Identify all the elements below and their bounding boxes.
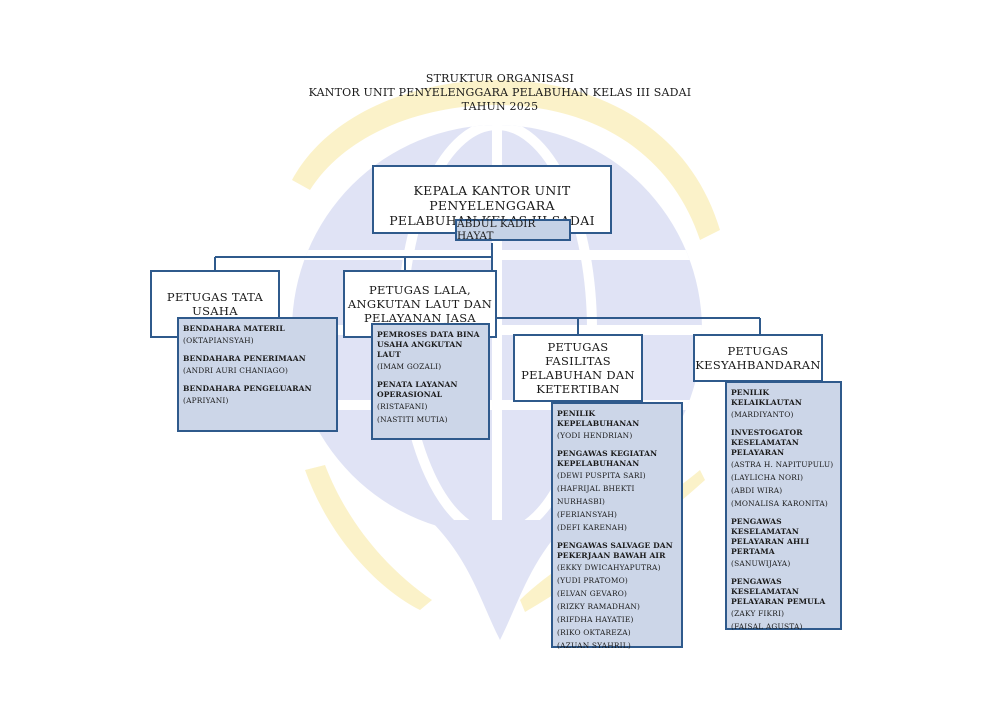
staff-person: (AZUAN SYAHRIL) [557, 641, 631, 650]
dept-tata-usaha-staff: BENDAHARA MATERIL (OKTAPIANSYAH) BENDAHA… [177, 317, 338, 432]
head-title-line-1: KEPALA KANTOR UNIT PENYELENGGARA [413, 183, 571, 213]
dept-fasilitas-box: PETUGAS FASILITAS PELABUHAN DAN KETERTIB… [513, 334, 643, 402]
staff-person: (RIKO OKTAREZA) [557, 628, 631, 637]
dept-lala-title-line-2: ANGKUTAN LAUT DAN [347, 297, 493, 311]
dept-lala-staff: PEMROSES DATA BINA USAHA ANGKUTAN LAUT (… [371, 323, 490, 440]
dept-lala-title-line-1: PETUGAS LALA, [369, 283, 471, 297]
staff-role: PELAYARAN PEMULA [731, 597, 826, 606]
chart-title-line-3: TAHUN 2025 [461, 100, 539, 113]
staff-person: (DEFI KARENAH) [557, 523, 628, 532]
dept-fasilitas-title-line-2: PELABUHAN DAN [521, 368, 635, 382]
staff-group: BENDAHARA PENGELUARAN (APRIYANI) [183, 384, 332, 407]
staff-role: PELAYARAN AHLI [731, 537, 810, 546]
staff-person: (DEWI PUSPITA SARI) [557, 471, 646, 480]
staff-group: PEMROSES DATA BINA USAHA ANGKUTAN LAUT (… [377, 330, 484, 373]
staff-group: PENGAWAS KESELAMATAN PELAYARAN AHLI PERT… [731, 517, 836, 570]
staff-role: PENGAWAS SALVAGE DAN [557, 541, 673, 550]
staff-role: BENDAHARA PENERIMAAN [183, 354, 306, 363]
staff-group: BENDAHARA PENERIMAAN (ANDRI AURI CHANIAG… [183, 354, 332, 377]
staff-person: (RIFDHA HAYATIE) [557, 615, 634, 624]
staff-role: PENGAWAS KESELAMATAN [731, 577, 799, 596]
staff-role: KEPELABUHANAN [557, 459, 640, 468]
staff-group: PENILIK KEPELABUHANAN (YODI HENDRIAN) [557, 409, 677, 442]
staff-group: INVESTOGATOR KESELAMATAN PELAYARAN (ASTR… [731, 428, 836, 510]
staff-group: BENDAHARA MATERIL (OKTAPIANSYAH) [183, 324, 332, 347]
staff-person: (MONALISA KARONITA) [731, 499, 829, 508]
dept-fasilitas-staff: PENILIK KEPELABUHANAN (YODI HENDRIAN) PE… [551, 402, 683, 650]
dept-fasilitas-title-line-3: KETERTIBAN [536, 382, 620, 396]
staff-person: (YUDI PRATOMO) [557, 576, 628, 585]
staff-person: (MARDIYANTO) [731, 410, 794, 419]
staff-role: PENILIK KELAIKLAUTAN [731, 388, 802, 407]
staff-role: PELAYARAN [731, 448, 785, 457]
staff-role: USAHA ANGKUTAN LAUT [377, 340, 463, 359]
staff-person: (ELVAN GEVARO) [557, 589, 628, 598]
staff-group: PENILIK KELAIKLAUTAN (MARDIYANTO) [731, 388, 836, 421]
staff-person: (YODI HENDRIAN) [557, 431, 633, 440]
staff-person: (HAFRIJAL BHEKTI NURHASBI) [557, 484, 635, 506]
dept-kesyahbandaran-title-line-1: PETUGAS [727, 344, 789, 358]
dept-kesyahbandaran-staff: PENILIK KELAIKLAUTAN (MARDIYANTO) INVEST… [725, 381, 842, 633]
staff-person: (RISTAFANI) [377, 402, 428, 411]
dept-lala-title-line-3: PELAYANAN JASA [363, 311, 476, 325]
chart-title-line-2: KANTOR UNIT PENYELENGGARA PELABUHAN KELA… [308, 86, 692, 99]
dept-tata-usaha-title: PETUGAS TATA USAHA [166, 290, 264, 318]
staff-group: PENGAWAS SALVAGE DAN PEKERJAAN BAWAH AIR… [557, 541, 677, 652]
staff-person: (SANUWIJAYA) [731, 559, 791, 568]
staff-role: BENDAHARA MATERIL [183, 324, 285, 333]
staff-person: (NASTITI MUTIA) [377, 415, 448, 424]
staff-role: PENGAWAS KEGIATAN [557, 449, 658, 458]
staff-role: OPERASIONAL [377, 390, 443, 399]
staff-person: (EKKY DWICAHYAPUTRA) [557, 563, 661, 572]
staff-person: (FAISAL AGUSTA) [731, 622, 803, 631]
staff-person: (ZAKY FIKRI) [731, 609, 785, 618]
dept-fasilitas-title-line-1: PETUGAS FASILITAS [545, 340, 611, 368]
staff-role: PENILIK KEPELABUHANAN [557, 409, 640, 428]
head-name-box: ABDUL KADIR HAYAT [455, 218, 571, 242]
chart-title-line-1: STRUKTUR ORGANISASI [425, 72, 575, 85]
staff-person: (FERIANSYAH) [557, 510, 618, 519]
staff-role: BENDAHARA PENGELUARAN [183, 384, 312, 393]
staff-person: (RIZKY RAMADHAN) [557, 602, 641, 611]
staff-person: (IMAM GOZALI) [377, 362, 442, 371]
head-name: ABDUL KADIR HAYAT [457, 218, 536, 242]
dept-kesyahbandaran-title-line-2: KESYAHBANDARAN [695, 358, 821, 372]
staff-role: PERTAMA [731, 547, 775, 556]
staff-person: (LAYLICHA NORI) [731, 473, 804, 482]
staff-role: PEMROSES DATA BINA [377, 330, 480, 339]
staff-person: (OKTAPIANSYAH) [183, 336, 254, 345]
staff-group: PENATA LAYANAN OPERASIONAL (RISTAFANI) (… [377, 380, 484, 426]
staff-group: PENGAWAS KESELAMATAN PELAYARAN PEMULA (Z… [731, 577, 836, 633]
staff-role: PENGAWAS KESELAMATAN [731, 517, 799, 536]
staff-role: PEKERJAAN BAWAH AIR [557, 551, 666, 560]
staff-role: KESELAMATAN [731, 438, 799, 447]
staff-role: PENATA LAYANAN [377, 380, 458, 389]
staff-group: PENGAWAS KEGIATAN KEPELABUHANAN (DEWI PU… [557, 449, 677, 534]
staff-person: (ANDRI AURI CHANIAGO) [183, 366, 289, 375]
dept-kesyahbandaran-box: PETUGAS KESYAHBANDARAN [693, 334, 823, 382]
staff-person: (ABDI WIRA) [731, 486, 783, 495]
staff-role: INVESTOGATOR [731, 428, 803, 437]
staff-person: (ASTRA H. NAPITUPULU) [731, 460, 834, 469]
staff-person: (APRIYANI) [183, 396, 229, 405]
